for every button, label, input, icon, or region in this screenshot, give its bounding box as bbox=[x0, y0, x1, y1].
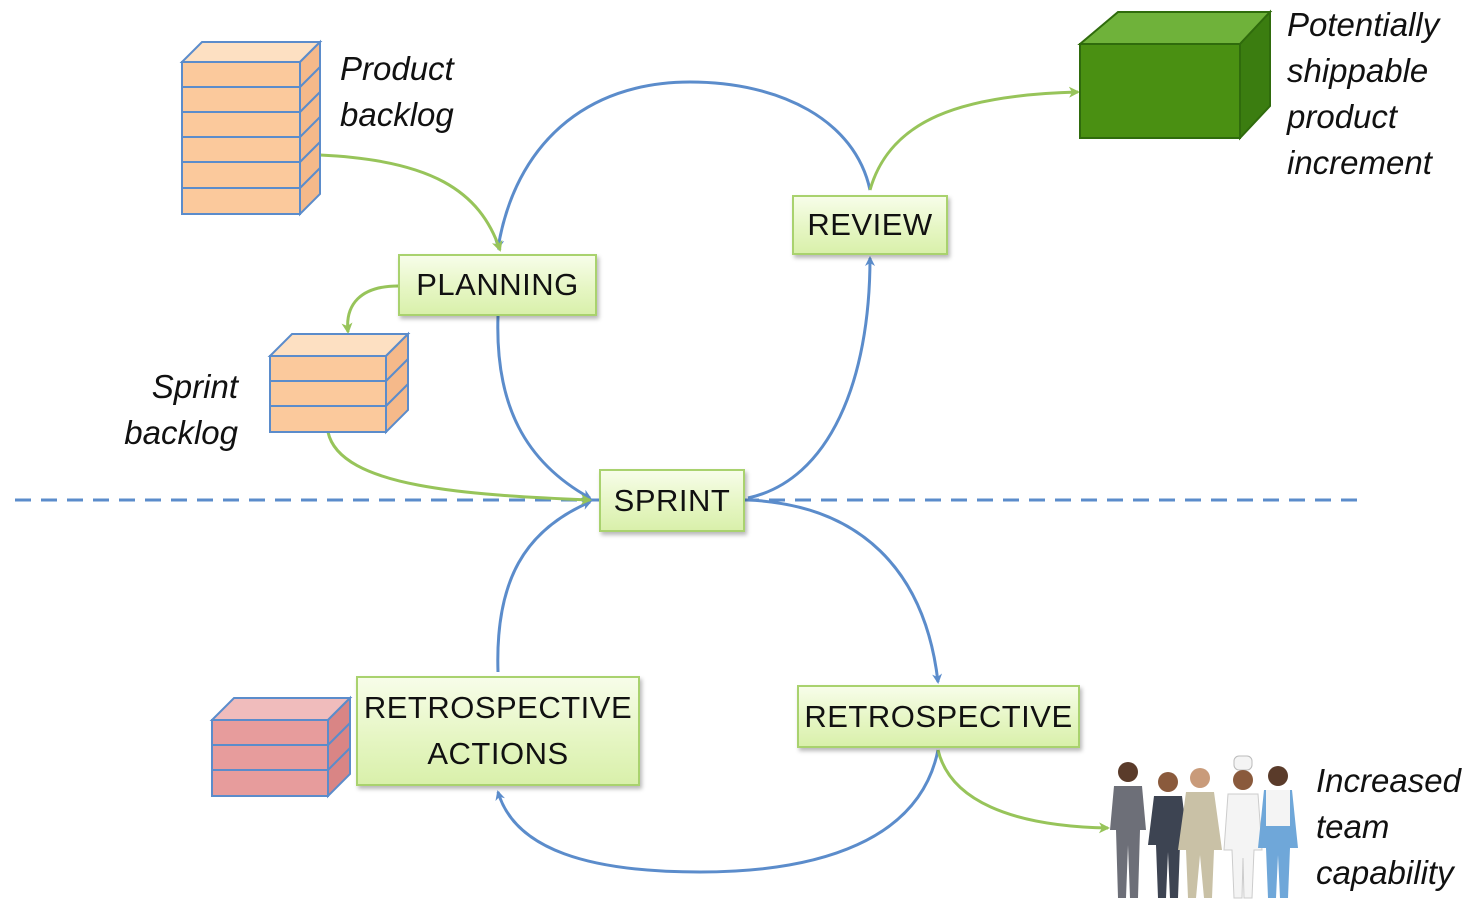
sprint-backlog-caption-line-2: backlog bbox=[124, 414, 238, 451]
retrospective-node: RETROSPECTIVE bbox=[797, 685, 1080, 748]
product-backlog-caption-line-2: backlog bbox=[340, 96, 454, 133]
product-increment-caption: Potentially shippable product increment bbox=[1287, 2, 1439, 186]
product-increment-caption-line-2: shippable bbox=[1287, 52, 1429, 89]
planning-label: PLANNING bbox=[416, 267, 579, 302]
team-capability-caption-line-1: Increased bbox=[1316, 762, 1461, 799]
sprint-backlog-caption-line-1: Sprint bbox=[151, 368, 238, 405]
flow-arrow-retrospective-to-team bbox=[936, 749, 1110, 834]
team-people-icon bbox=[1110, 755, 1298, 899]
flow-arrow-product-backlog-to-planning bbox=[319, 153, 503, 252]
loop-arrow-sprint-to-retrospective bbox=[747, 498, 943, 684]
loop-arrow-actions-to-sprint bbox=[496, 500, 592, 673]
retrospective-actions-node: RETROSPECTIVE ACTIONS bbox=[356, 676, 640, 786]
review-node: REVIEW bbox=[792, 195, 948, 255]
loop-arrow-planning-to-sprint bbox=[496, 315, 592, 500]
loop-arrow-sprint-to-review bbox=[747, 256, 875, 500]
team-capability-caption: Increased team capability bbox=[1316, 758, 1461, 896]
team-capability-caption-line-3: capability bbox=[1316, 854, 1454, 891]
loop-arrow-retrospective-to-actions bbox=[495, 749, 940, 874]
retrospective-actions-label-line-1: RETROSPECTIVE bbox=[363, 690, 633, 725]
review-label: REVIEW bbox=[807, 207, 933, 242]
flow-arrow-sprint-backlog-to-sprint bbox=[326, 431, 592, 506]
sprint-backlog-icon bbox=[267, 331, 411, 435]
product-increment-caption-line-1: Potentially bbox=[1287, 6, 1440, 43]
product-increment-cube-icon bbox=[1077, 9, 1273, 141]
loop-arrow-review-to-planning bbox=[494, 80, 872, 250]
product-increment-caption-line-3: product bbox=[1287, 98, 1398, 135]
sprint-backlog-caption: Sprint backlog bbox=[108, 364, 238, 456]
retrospective-label: RETROSPECTIVE bbox=[804, 698, 1073, 734]
product-backlog-caption-line-1: Product bbox=[340, 50, 454, 87]
planning-node: PLANNING bbox=[398, 254, 597, 316]
sprint-node: SPRINT bbox=[599, 469, 745, 532]
team-capability-caption-line-2: team bbox=[1316, 808, 1390, 845]
flow-arrow-review-to-increment bbox=[868, 86, 1080, 191]
product-backlog-caption: Product backlog bbox=[340, 46, 454, 138]
retrospective-actions-stack-icon bbox=[209, 695, 353, 799]
product-backlog-icon bbox=[179, 39, 323, 217]
product-increment-caption-line-4: increment bbox=[1287, 144, 1432, 181]
retrospective-actions-label-line-2: ACTIONS bbox=[427, 736, 569, 771]
flow-arrow-planning-to-sprint-backlog bbox=[341, 284, 399, 334]
sprint-label: SPRINT bbox=[613, 482, 731, 518]
